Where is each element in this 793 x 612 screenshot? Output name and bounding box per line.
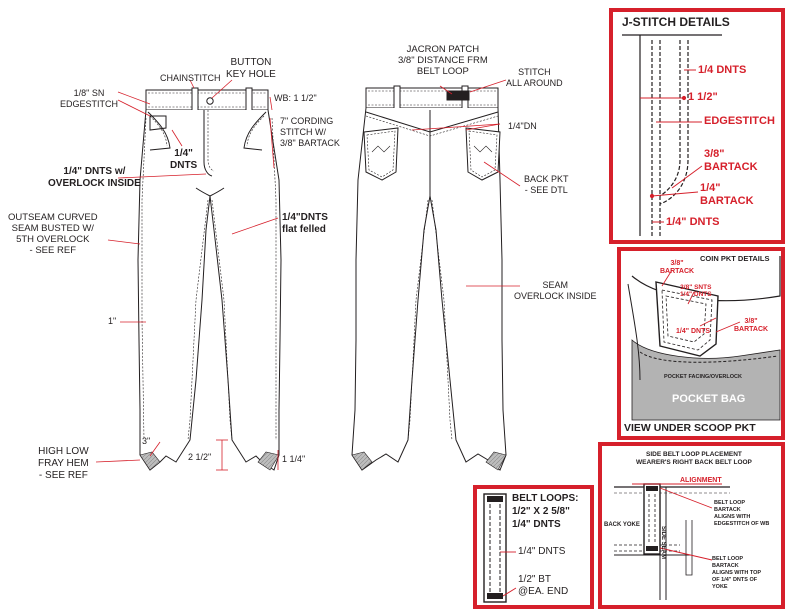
coin-pocket-shape: [655, 281, 719, 357]
side-seam-label: SIDE SEAM: [660, 526, 666, 560]
coin-sn-dnts-label: 3/8" SNTS 1/4" DNTS: [680, 284, 712, 298]
button-keyhole-label: BUTTON KEY HOLE: [226, 57, 276, 80]
j-stitch-detail-panel: [609, 8, 785, 244]
one-inch-label: 1": [108, 316, 117, 326]
front-view-jeans: [137, 87, 282, 471]
pocket-facing-label: POCKET FACING/OVERLOCK: [664, 374, 742, 380]
belt-loops-title: BELT LOOPS: 1/2" X 2 5/8" 1/4" DNTS: [512, 493, 579, 530]
j-inch-half-label: 1 1/2": [688, 91, 718, 103]
j-dnts-a-label: 1/4 DNTS: [698, 64, 747, 76]
coin-pocket-detail-panel: [617, 247, 785, 440]
sn-edgestitch-label: 1/8" SN EDGESTITCH: [60, 88, 119, 109]
two-half-inch-label: 2 1/2": [188, 452, 212, 462]
button-icon: [206, 97, 214, 105]
belt-loops-dnts-label: 1/4" DNTS: [518, 546, 566, 557]
jacron-patch-label: JACRON PATCH 3/8" DISTANCE FRM BELT LOOP: [398, 44, 488, 77]
side-belt-loop-detail-panel: [598, 442, 785, 609]
j-stitch-title: J-STITCH DETAILS: [622, 15, 730, 29]
coin-caption: VIEW UNDER SCOOP PKT: [624, 422, 756, 434]
coin-dnts-label-detail: 1/4" DNTS: [676, 328, 711, 335]
cording-stitch-label: 7" CORDING STITCH W/ 3/8" BARTACK: [280, 116, 340, 148]
outseam-label: OUTSEAM CURVED SEAM BUSTED W/ 5TH OVERLO…: [8, 212, 98, 256]
side-note-a-label: BELT LOOP BARTACK ALIGNS WITH EDGESTITCH…: [714, 500, 770, 527]
belt-loops-detail-panel: [473, 485, 594, 609]
coin-bartack-a-label: 3/8" BARTACK: [660, 260, 695, 275]
seam-overlock-label: SEAM OVERLOCK INSIDE: [514, 280, 597, 301]
j-dnts-b-label: 1/4" DNTS: [666, 216, 720, 228]
coin-bartack-b-label: 3/8" BARTACK: [734, 318, 769, 333]
back-yoke-label: BACK YOKE: [604, 522, 640, 528]
leader-lines: [95, 79, 521, 471]
one-quarter-inch-label: 1 1/4": [282, 454, 306, 464]
coin-title: COIN PKT DETAILS: [700, 254, 770, 263]
j-edgestitch-label: EDGESTITCH: [704, 115, 775, 127]
pocket-bag-shape: [631, 339, 781, 421]
belt-loops-bt-label: 1/2" BT @EA. END: [518, 574, 569, 597]
three-inch-label: 3": [142, 436, 151, 446]
back-pocket-label: BACK PKT - SEE DTL: [524, 174, 569, 195]
waistband-label: WB: 1 1/2": [274, 93, 317, 103]
pocket-bag-label: POCKET BAG: [672, 393, 746, 405]
chainstitch-label: CHAINSTITCH: [160, 73, 221, 83]
side-note-b-label: BELT LOOP BARTACK ALIGNS WITH TOP OF 1/4…: [712, 556, 762, 590]
j-bartack-14-label: 1/4" BARTACK: [700, 182, 754, 207]
stitch-all-around-label: STITCH ALL AROUND: [506, 67, 563, 88]
flat-felled-label: 1/4"DNTS flat felled: [282, 212, 328, 235]
side-belt-title: SIDE BELT LOOP PLACEMENT WEARER'S RIGHT …: [636, 451, 752, 466]
back-dn-label: 1/4"DN: [508, 121, 537, 131]
j-bartack-38-label: 3/8" BARTACK: [704, 148, 758, 173]
fray-hem-label: HIGH LOW FRAY HEM - SEE REF: [38, 446, 89, 481]
jacron-patch: [446, 90, 470, 101]
coin-dnts-label: 1/4" DNTS: [170, 148, 198, 171]
back-view-jeans: [351, 85, 507, 471]
alignment-label: ALIGNMENT: [680, 477, 722, 484]
overlock-inside-label: 1/4" DNTS w/ OVERLOCK INSIDE: [48, 166, 141, 189]
